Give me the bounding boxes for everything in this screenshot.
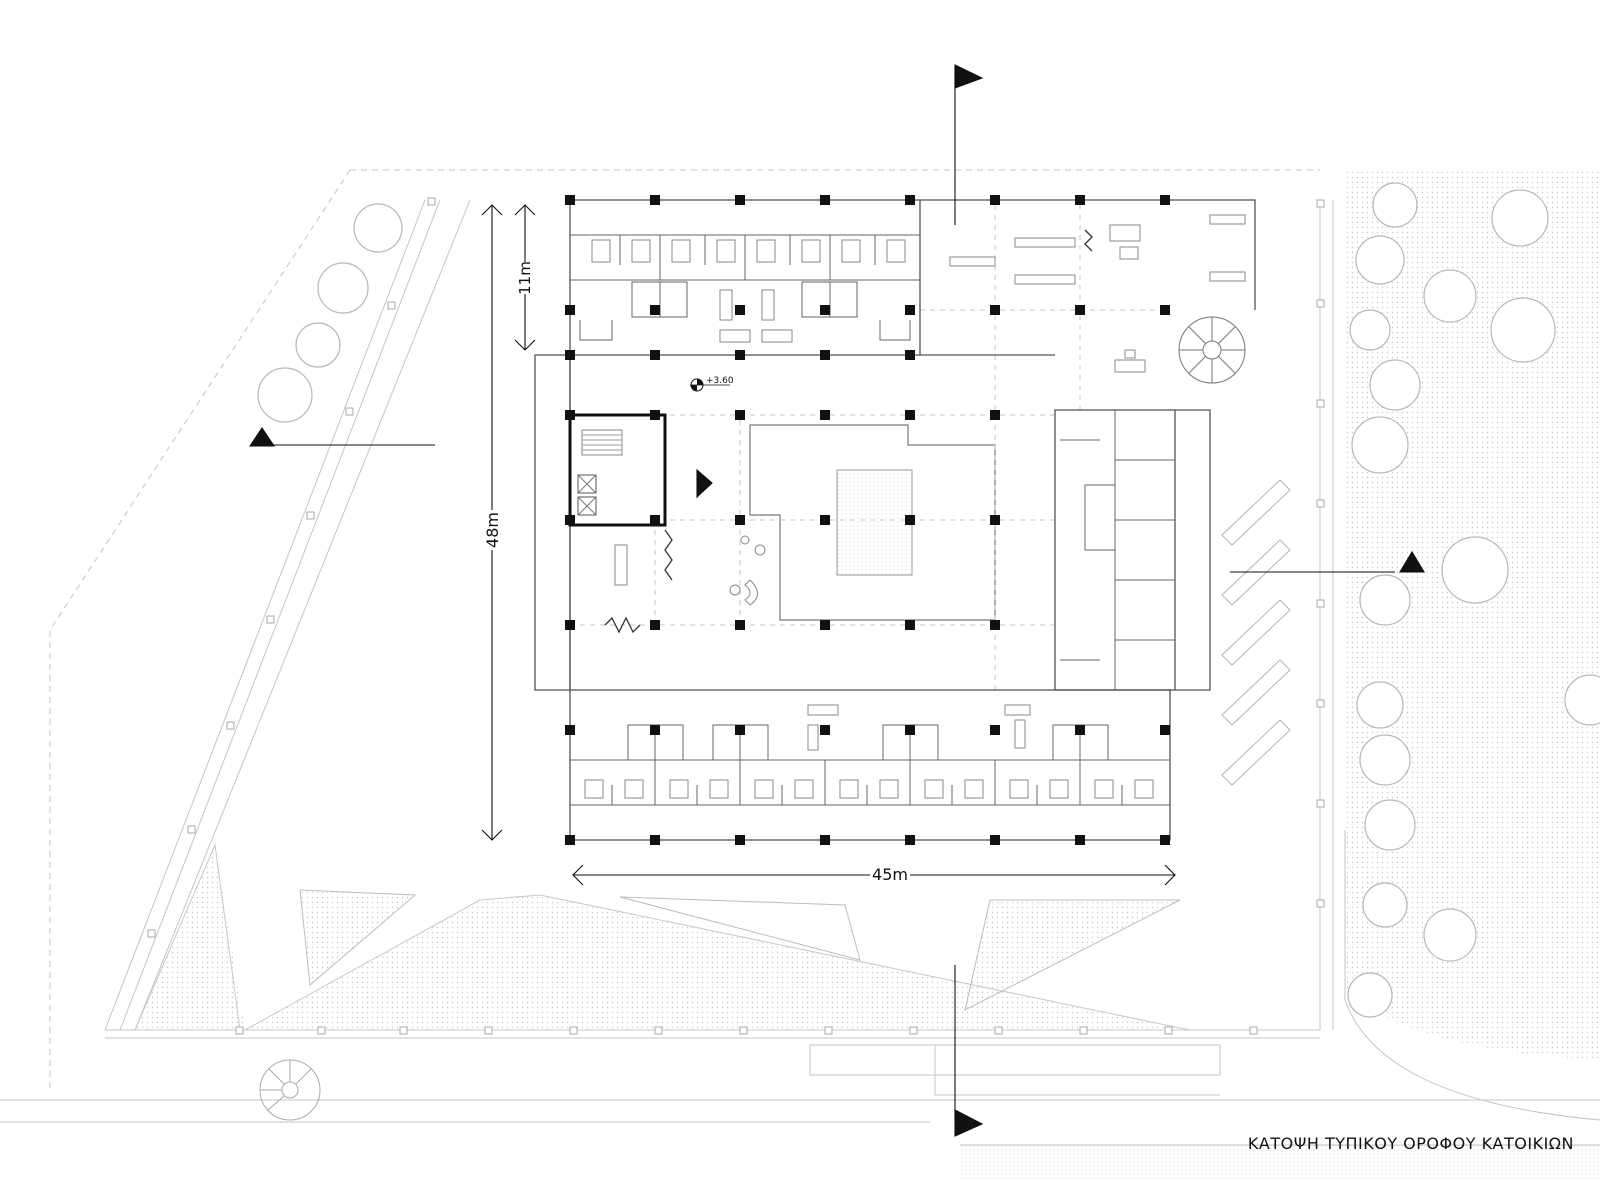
- section-flag-top-icon: [954, 64, 984, 89]
- entrance-arrow-icon: [696, 468, 713, 499]
- column: [1075, 835, 1085, 845]
- column: [565, 835, 575, 845]
- column: [905, 515, 915, 525]
- column: [905, 305, 915, 315]
- drawing-title: ΚΑΤΟΨΗ ΤΥΠΙΚΟΥ ΟΡΟΦΟΥ ΚΑΤΟΙΚΙΩΝ: [1247, 1134, 1574, 1153]
- column: [735, 620, 745, 630]
- column: [990, 515, 1000, 525]
- column: [1075, 195, 1085, 205]
- lobby-seating: [729, 535, 766, 606]
- site-posts: [147, 197, 1325, 1035]
- dim-label-bg: [870, 865, 910, 885]
- column: [820, 725, 830, 735]
- column: [820, 195, 830, 205]
- column: [565, 195, 575, 205]
- column: [1075, 725, 1085, 735]
- column: [565, 410, 575, 420]
- landscape-areas: [134, 170, 1600, 1181]
- column: [820, 410, 830, 420]
- height-dimension-label: 48m: [483, 512, 502, 548]
- column: [735, 410, 745, 420]
- column: [735, 305, 745, 315]
- hall-furniture: [949, 214, 1246, 373]
- column: [990, 725, 1000, 735]
- column: [650, 835, 660, 845]
- column: [990, 195, 1000, 205]
- column: [735, 835, 745, 845]
- column: [650, 195, 660, 205]
- column: [650, 410, 660, 420]
- folding-partitions: [604, 229, 1093, 634]
- east-block-rooms: [1060, 410, 1175, 690]
- column: [905, 725, 915, 735]
- spiral-stair-top-right: [1178, 316, 1246, 384]
- column: [565, 620, 575, 630]
- column: [1160, 195, 1170, 205]
- column: [905, 350, 915, 360]
- column: [650, 305, 660, 315]
- column: [1160, 305, 1170, 315]
- column: [650, 725, 660, 735]
- column: [990, 620, 1000, 630]
- top-wing-furniture: [591, 239, 906, 343]
- bottom-wing-rooms: [570, 724, 1170, 806]
- dim-label-bg: [515, 262, 535, 294]
- stair-core: [568, 413, 667, 527]
- structural-columns: [565, 195, 1170, 845]
- column: [990, 410, 1000, 420]
- column: [820, 350, 830, 360]
- column: [990, 835, 1000, 845]
- column: [1160, 725, 1170, 735]
- column: [905, 835, 915, 845]
- column: [650, 515, 660, 525]
- section-cut-markers: [248, 64, 1425, 1137]
- column: [735, 195, 745, 205]
- courtyard: [749, 424, 996, 621]
- column: [735, 515, 745, 525]
- level-mark: +3.60: [690, 376, 734, 392]
- top-wing-rooms: [570, 234, 920, 341]
- column: [735, 350, 745, 360]
- bottom-wing-furniture: [584, 544, 1154, 799]
- column: [650, 620, 660, 630]
- parking-stripes: [1221, 479, 1291, 786]
- column: [650, 350, 660, 360]
- dim-label-bg: [482, 510, 502, 550]
- trees-right: [1347, 182, 1600, 1018]
- spiral-stair-bottom-left: [259, 1059, 321, 1121]
- width-dimension-label: 45m: [872, 865, 908, 884]
- column: [905, 195, 915, 205]
- column: [565, 515, 575, 525]
- column: [1160, 835, 1170, 845]
- section-triangle-right-icon: [1399, 550, 1425, 573]
- column: [820, 835, 830, 845]
- column: [565, 350, 575, 360]
- column: [820, 620, 830, 630]
- section-triangle-left-icon: [248, 427, 276, 447]
- column: [565, 305, 575, 315]
- column: [905, 410, 915, 420]
- column: [820, 515, 830, 525]
- column: [565, 725, 575, 735]
- column: [905, 620, 915, 630]
- column: [820, 305, 830, 315]
- wing-depth-dimension-label: 11m: [516, 261, 534, 295]
- trees-left: [257, 203, 403, 423]
- column: [1075, 305, 1085, 315]
- level-mark-label: +3.60: [706, 376, 734, 386]
- section-flag-bottom-icon: [954, 1109, 984, 1137]
- column: [990, 305, 1000, 315]
- column: [735, 725, 745, 735]
